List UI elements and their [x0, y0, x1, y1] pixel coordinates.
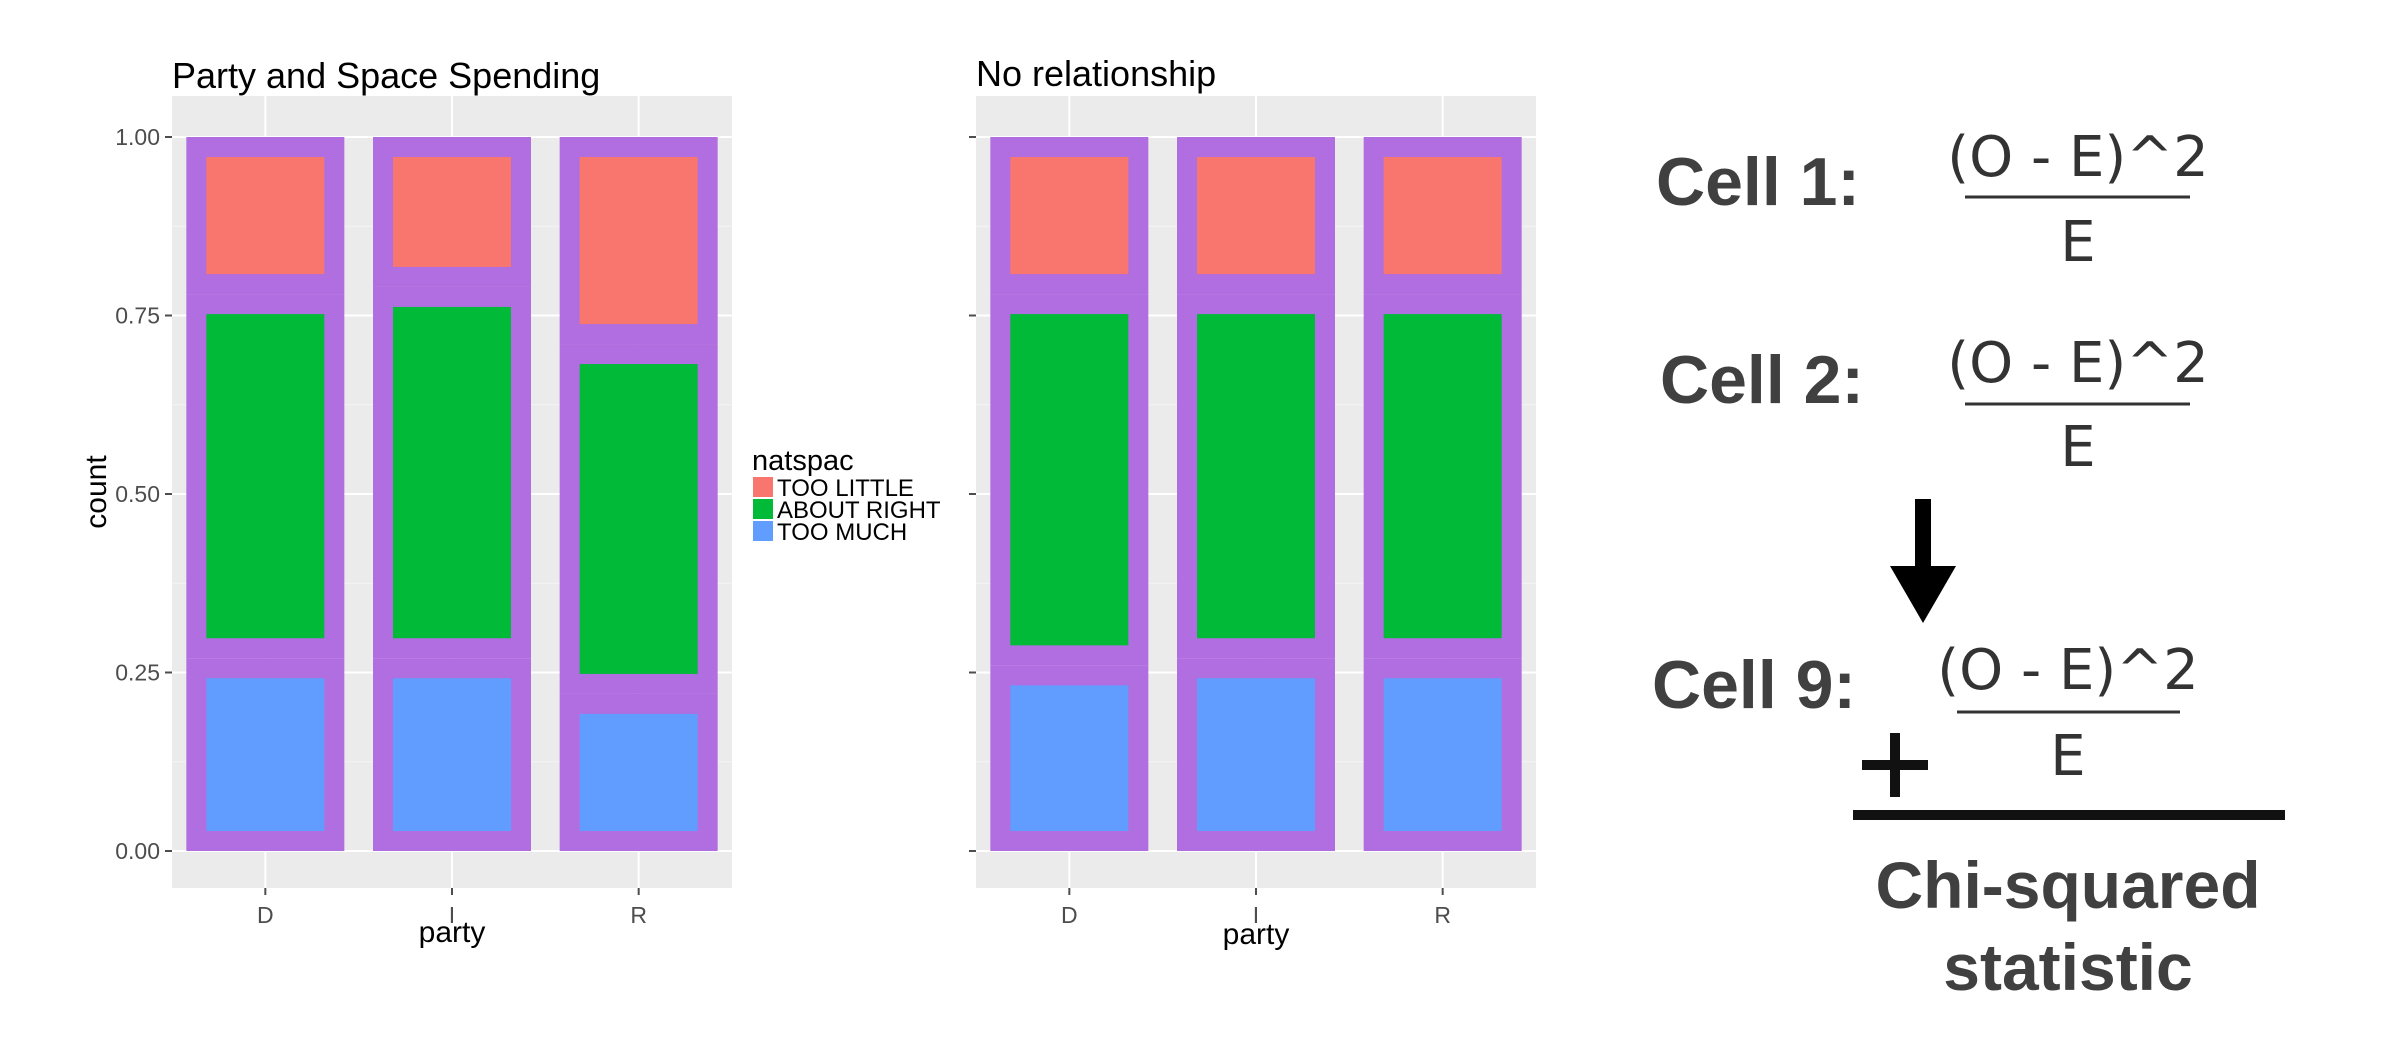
cell-9-denominator: E [2050, 724, 2085, 789]
x-axis-label-2: party [1223, 918, 1290, 951]
legend-title: natspac [752, 445, 854, 477]
cell-2-denominator: E [2060, 415, 2095, 480]
legend-swatch-about-right [753, 499, 773, 519]
bar-d-about-right [206, 314, 325, 639]
y-tick-label: 0.00 [115, 838, 160, 864]
x-axis-label-1: party [419, 916, 486, 949]
y-tick-label: 0.75 [115, 303, 160, 329]
bar-i-about-right [393, 306, 511, 639]
bar-i-too-little [1197, 157, 1315, 275]
bar-d-about-right [1010, 314, 1129, 646]
chart-title-2: No relationship [976, 53, 1216, 94]
cell-2-numerator: (O - E)^2 [1947, 331, 2209, 396]
y-ticks-2 [969, 136, 976, 852]
legend-label-too-little: TOO LITTLE [777, 475, 914, 502]
cell-1-denominator: E [2060, 210, 2095, 275]
x-tick-label-d: D [257, 902, 274, 928]
x-tick-label-r: R [630, 902, 647, 928]
result-line-2: statistic [1943, 930, 2192, 1004]
bar-i-too-much [1197, 678, 1315, 831]
bar-r-too-little [1383, 157, 1502, 275]
legend-swatch-too-little [753, 477, 773, 497]
bar-r-too-little [579, 157, 698, 325]
legend-swatch-too-much [753, 521, 773, 541]
bar-r-about-right [579, 364, 698, 674]
bar-r-too-much [1383, 678, 1502, 831]
chart-panel-1: 0.00 0.25 0.50 0.75 1.00 D I R Party and Space… [80, 55, 732, 949]
y-tick-label: 1.00 [115, 124, 160, 150]
chi-squared-formula: Cell 1: (O - E)^2 E Cell 2: (O - E)^2 E … [1652, 125, 2285, 1004]
y-tick-label: 0.25 [115, 660, 160, 686]
down-arrow-icon [1890, 499, 1956, 623]
cell-9-numerator: (O - E)^2 [1937, 638, 2199, 703]
y-ticks-1: 0.00 0.25 0.50 0.75 1.00 [115, 124, 172, 864]
chart-panel-2: D I R No relationship party [969, 53, 1536, 951]
cell-2-label: Cell 2: [1660, 342, 1864, 418]
x-tick-label-r: R [1434, 902, 1451, 928]
bars-1 [186, 137, 718, 851]
y-tick-label: 0.50 [115, 481, 160, 507]
result-line-1: Chi-squared [1875, 848, 2260, 922]
bars-2 [990, 137, 1522, 851]
chart-title-1: Party and Space Spending [172, 55, 600, 96]
legend-label-about-right: ABOUT RIGHT [777, 497, 941, 524]
legend-label-too-much: TOO MUCH [777, 519, 907, 546]
bar-i-too-much [393, 678, 511, 831]
y-axis-label-1: count [80, 455, 113, 529]
x-tick-label-i: I [449, 902, 455, 928]
bar-r-too-much [579, 713, 698, 831]
bar-d-too-much [1010, 685, 1129, 831]
bar-d-too-little [206, 157, 325, 275]
bar-r-about-right [1383, 314, 1502, 639]
bar-i-about-right [1197, 314, 1315, 639]
x-tick-label-i: I [1253, 902, 1259, 928]
x-tick-label-d: D [1061, 902, 1078, 928]
plus-icon [1862, 733, 1928, 797]
cell-1-label: Cell 1: [1656, 144, 1860, 220]
cell-9-label: Cell 9: [1652, 647, 1856, 723]
cell-1-numerator: (O - E)^2 [1947, 125, 2209, 190]
bar-i-too-little [393, 157, 511, 267]
bar-d-too-much [206, 678, 325, 831]
legend: natspac TOO LITTLE ABOUT RIGHT TOO MUCH [752, 445, 941, 546]
bar-d-too-little [1010, 157, 1129, 275]
